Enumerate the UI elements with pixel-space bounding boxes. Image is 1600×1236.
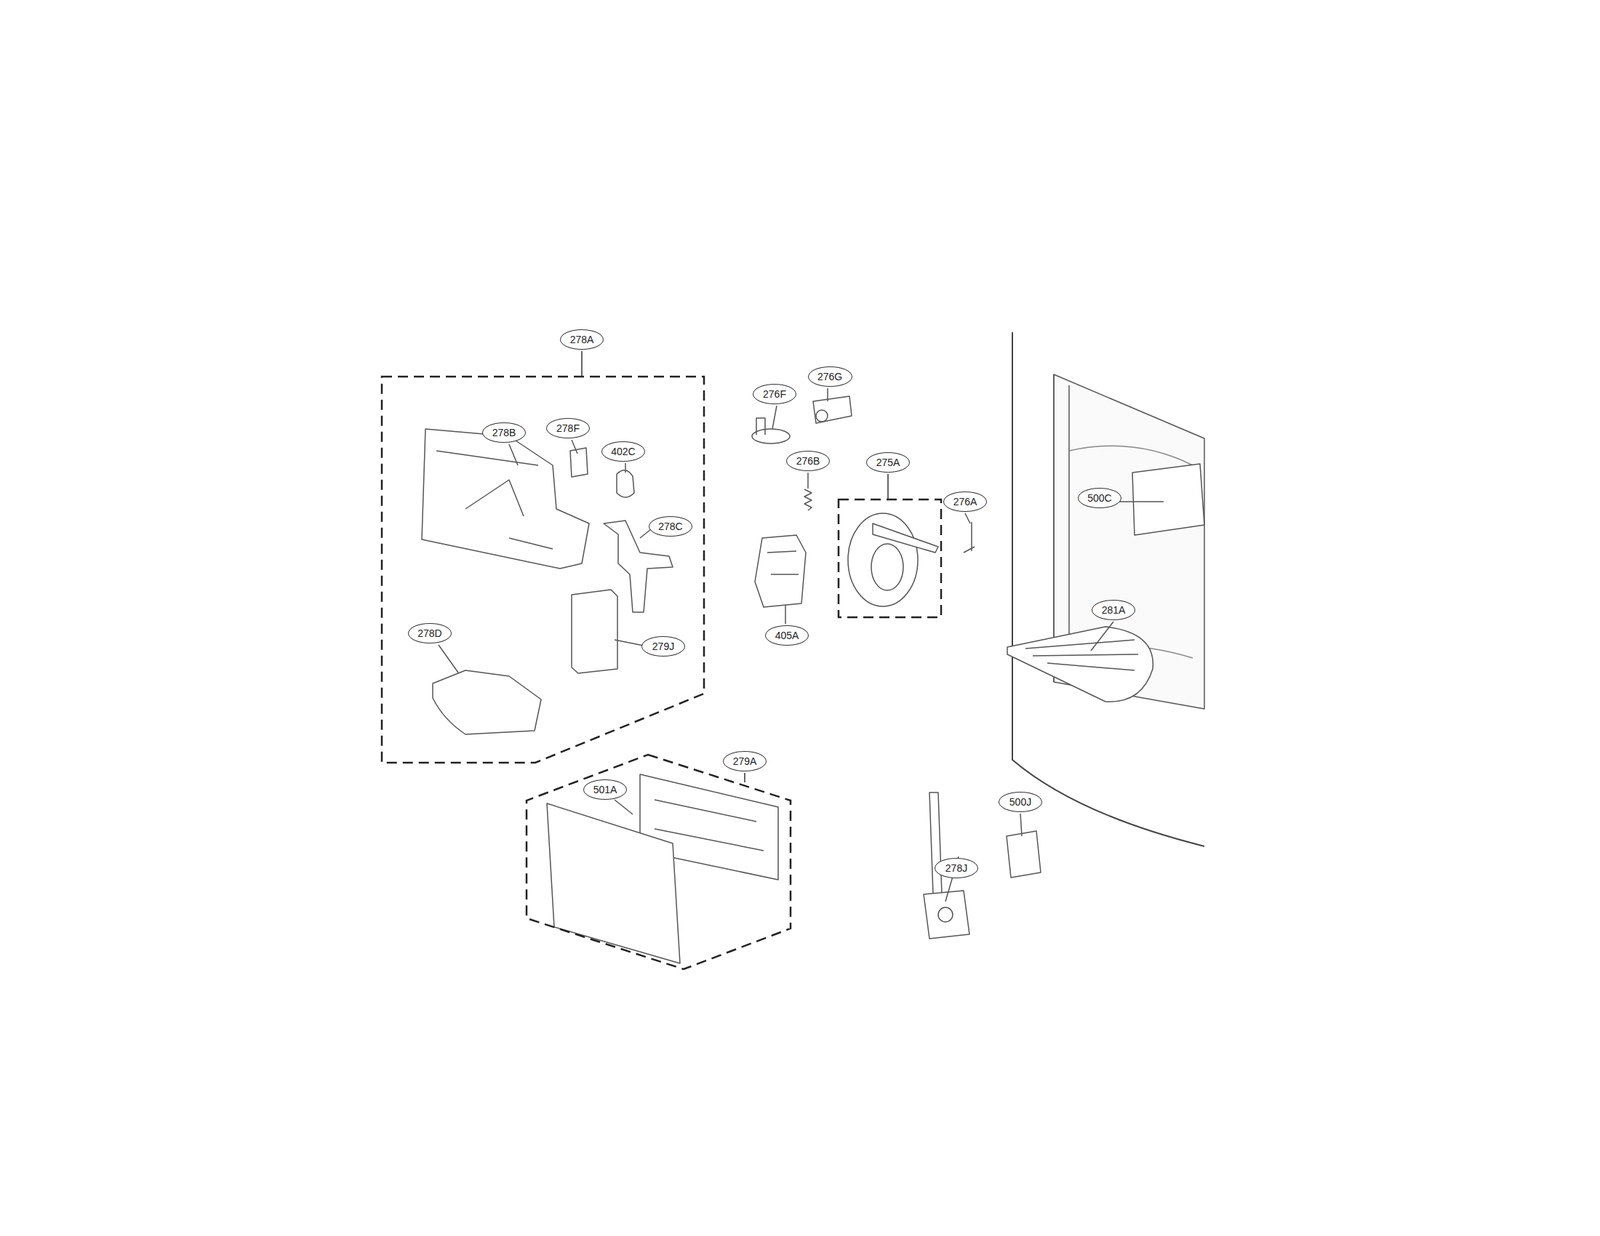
callout-bubble: 276B	[786, 450, 830, 472]
callout-bubble: 276G	[808, 366, 853, 387]
callout-number: 278F	[556, 423, 580, 434]
callout-number: 278B	[492, 427, 517, 438]
callout-bubble: 278F	[546, 418, 590, 439]
callout-bubble: 278J	[934, 858, 979, 879]
callout-number: 501A	[593, 784, 618, 795]
callout-node: 405A	[765, 625, 809, 646]
callout-number: 279J	[652, 641, 675, 652]
callout-number: 281A	[1101, 605, 1126, 616]
callout-node: 278J	[934, 858, 979, 879]
callout-node: 278D	[408, 623, 452, 644]
callout-number: 500J	[1009, 797, 1032, 808]
callout-number: 405A	[775, 630, 800, 641]
part-group: 279A 501A	[526, 754, 791, 970]
callout-bubble: 501A	[583, 779, 627, 800]
dashed-outline	[381, 376, 704, 763]
callout-number: 275A	[876, 457, 901, 468]
part-group: 278A278B278F402C278C278D279J	[381, 376, 704, 763]
callout-bubble: 276A	[943, 491, 987, 512]
callout-bubble: 405A	[765, 625, 809, 646]
callout-node: 500C	[1077, 488, 1122, 509]
callout-number: 278D	[417, 628, 442, 639]
callout-node: 276B	[786, 450, 830, 472]
callout-node: 279J	[641, 636, 686, 657]
callout-bubble: 500J	[998, 792, 1043, 813]
callout-bubble: 278A	[560, 329, 604, 350]
callout-number: 278J	[945, 863, 968, 874]
callout-number: 276A	[953, 496, 978, 507]
callout-node: 500J	[998, 792, 1043, 813]
callout-number: 278A	[570, 334, 595, 345]
callout-bubble: 278B	[482, 422, 526, 443]
callout-node: 402C	[601, 441, 646, 462]
callout-node: 278C	[648, 516, 693, 537]
callout-bubble: 500C	[1077, 488, 1122, 509]
callout-node: 501A	[583, 779, 627, 800]
callout-node: 281A	[1091, 600, 1136, 621]
callout-bubble: 281A	[1091, 600, 1136, 621]
callout-bubble: 402C	[601, 441, 646, 462]
callout-bubble: 275A	[866, 452, 910, 473]
callout-bubble: 278C	[648, 516, 693, 537]
callout-number: 276F	[762, 389, 787, 400]
callout-number: 276B	[796, 456, 821, 467]
callout-number: 276G	[817, 371, 843, 382]
part-group: 275A	[838, 499, 942, 618]
callout-bubble: 278D	[408, 623, 452, 644]
callout-bubble: 276F	[752, 384, 797, 405]
callout-node: 276F	[752, 384, 797, 405]
callout-number: 278C	[658, 521, 683, 532]
callout-node: 278F	[546, 418, 590, 439]
callout-bubble: 279A	[722, 751, 767, 772]
callout-number: 279A	[733, 756, 758, 767]
callout-node: 276G	[808, 366, 853, 387]
dashed-outline	[838, 499, 942, 618]
callout-number: 402C	[610, 446, 635, 457]
callout-node: 276A	[943, 491, 987, 512]
callout-number: 500C	[1087, 493, 1112, 504]
callout-bubble: 279J	[641, 636, 686, 657]
callout-node: 278B	[482, 422, 526, 443]
dashed-outline	[526, 754, 791, 970]
